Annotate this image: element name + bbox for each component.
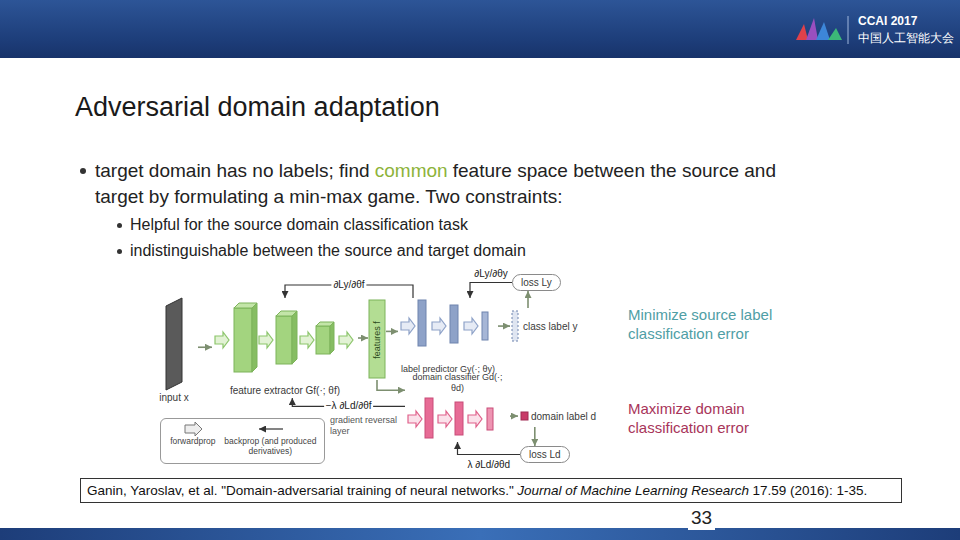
highlight-word: common — [375, 160, 448, 181]
citation-text: Ganin, Yaroslav, et al. "Domain-adversar… — [87, 483, 514, 498]
derivative-label: ∂Ly/∂θf — [331, 279, 366, 291]
feature-vector: features f — [368, 299, 386, 380]
forward-connector — [358, 337, 368, 339]
node-label: loss Ly — [521, 277, 552, 288]
slide-title: Adversarial domain adaptation — [75, 92, 440, 123]
node-label: input x — [150, 392, 198, 404]
forward-arrow-sample — [176, 422, 210, 436]
bullet-paragraph: target domain has no labels; findcommonf… — [95, 158, 810, 210]
class-label-output: class label y — [510, 308, 600, 344]
conference-name: CCAI 2017 — [858, 14, 917, 29]
forward-connector — [510, 415, 518, 417]
sub-bullet: indistinguishable between the source and… — [130, 241, 526, 261]
node-label: domain label d — [531, 411, 596, 422]
footer-bar — [0, 528, 960, 540]
forward-connector — [377, 380, 405, 390]
legend-item: forwardprop — [165, 422, 221, 446]
domain-classifier: domain classifier Gd(·; θd) — [405, 372, 510, 442]
backprop-connector — [458, 442, 521, 455]
label-predictor: label predictor Gy(·; θy) — [398, 298, 498, 376]
forward-connector — [534, 427, 536, 446]
derivative-label: −λ ∂Ld/∂θf — [324, 400, 374, 412]
legend-text: forwardprop — [170, 436, 215, 446]
node-label: loss Ld — [529, 449, 561, 460]
node-label: domain classifier Gd(·; θd) — [405, 372, 510, 394]
input-layer: input x — [150, 300, 198, 405]
bullet-dot — [80, 168, 86, 174]
legend-item: backprop (and produced derivatives) — [221, 422, 320, 456]
forward-connector — [498, 325, 510, 327]
gradient-reversal-label: gradient reversal layer — [330, 415, 402, 438]
forward-connector — [386, 331, 398, 333]
annotation: Minimize source label classification err… — [628, 306, 778, 344]
backprop-arrow-sample — [253, 422, 287, 436]
sub-bullet: Helpful for the source domain classifica… — [130, 215, 468, 235]
derivative-label: λ ∂Ld/∂θd — [465, 459, 512, 471]
conference-name-cn: 中国人工智能大会 — [858, 31, 954, 46]
forward-connector — [527, 291, 529, 308]
node-label: class label y — [523, 321, 577, 332]
node-label: features f — [372, 321, 382, 359]
derivative-label: ∂Ly/∂θy — [472, 268, 509, 280]
legend-box: forwardprop backprop (and produced deriva… — [160, 418, 325, 464]
domain-label-output: domain label d — [518, 405, 602, 427]
feature-extractor: feature extractor Gf(·; θf) — [212, 298, 358, 398]
bullet-dot — [117, 249, 122, 254]
citation-text: 17.59 (2016): 1-35. — [752, 483, 867, 498]
loss-pill: loss Ly — [512, 274, 561, 291]
page-number: 33 — [688, 506, 715, 530]
node-label: feature extractor Gf(·; θf) — [212, 385, 358, 397]
backprop-connector — [470, 283, 512, 299]
loss-pill: loss Ld — [520, 446, 570, 463]
citation-box: Ganin, Yaroslav, et al. "Domain-adversar… — [80, 478, 902, 503]
bullet-dot — [117, 223, 122, 228]
bullet-text: target domain has no labels; find — [95, 160, 370, 181]
conference-logo — [790, 10, 852, 50]
forward-connector — [198, 346, 212, 348]
journal-name: Journal of Machine Learning Research — [517, 483, 749, 498]
legend-text: backprop (and produced derivatives) — [221, 436, 320, 456]
annotation: Maximize domain classification error — [628, 400, 778, 438]
